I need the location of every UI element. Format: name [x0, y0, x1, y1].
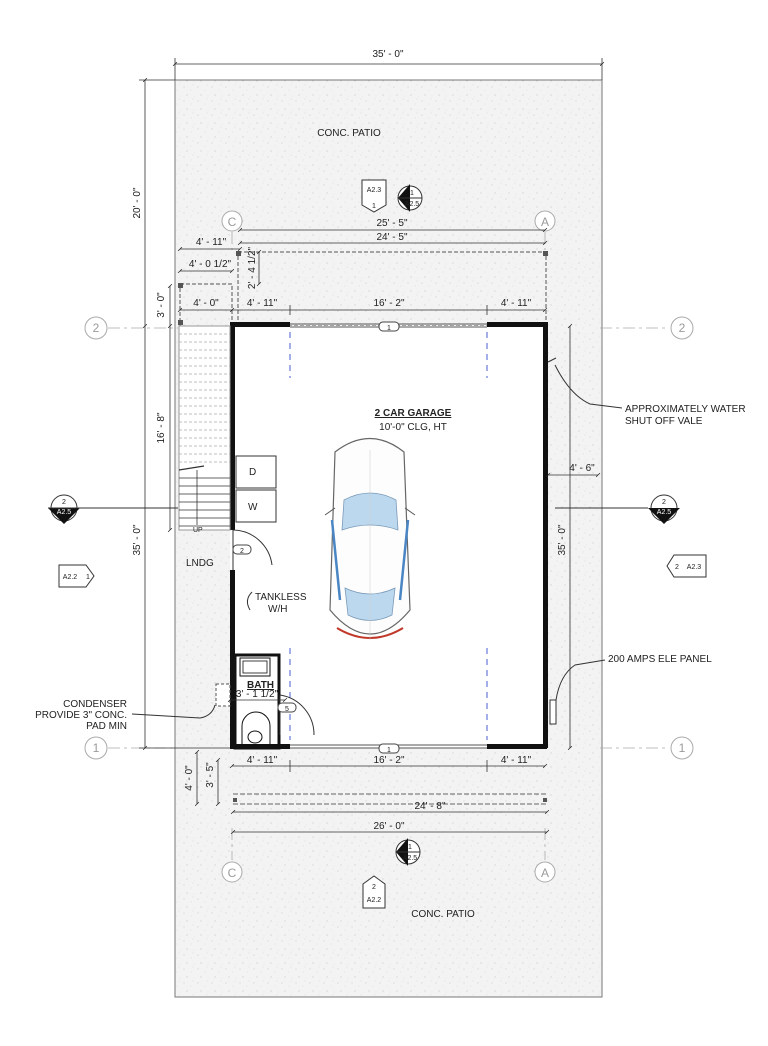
condenser-note-3: PAD MIN — [86, 721, 127, 732]
dim-top-24-5: 24' - 5" — [376, 232, 407, 243]
dim-left-4-0-half: 4' - 0 1/2" — [189, 259, 232, 270]
condenser-leader — [131, 704, 216, 719]
dim-stair-3-0: 3' - 0" — [156, 292, 167, 318]
dim-side-2-4-half: 2' - 4 1/2" — [247, 246, 258, 289]
electrical-panel-leader — [555, 659, 606, 701]
grid-bubbles — [84, 210, 694, 883]
door-tags — [232, 321, 400, 754]
section-marker-top-ref: A2.5 — [405, 201, 420, 208]
dim-rear-patio: 20' - 0" — [132, 187, 143, 218]
electrical-panel — [549, 699, 557, 725]
grid-1-right: 1 — [679, 741, 686, 755]
stair-treads — [179, 333, 230, 463]
section-marker-right-ref: A2.5 — [657, 509, 672, 516]
grid-c-top: C — [228, 215, 237, 229]
grid-a-bottom: A — [541, 866, 549, 880]
dim-bottom-seg-3: 4' - 11" — [501, 755, 532, 766]
washer — [235, 489, 277, 523]
elevation-tag-right — [666, 554, 707, 578]
elevation-tag-top — [361, 179, 387, 213]
dim-stair-16-8: 16' - 8" — [156, 412, 167, 443]
dim-top-seg-1: 4' - 11" — [247, 298, 278, 309]
car — [324, 437, 416, 640]
dryer — [235, 455, 277, 489]
dim-right-35-0: 35' - 0" — [557, 524, 568, 555]
tankless-label: TANKLESS — [255, 592, 307, 603]
electrical-panel-note: 200 AMPS ELE PANEL — [608, 654, 712, 665]
elevation-tag-bottom-num: 2 — [372, 884, 376, 891]
stair — [178, 325, 231, 531]
stair-solid-treads — [178, 465, 230, 527]
dim-left-4-11: 4' - 11" — [196, 237, 227, 248]
dim-right-4-6: 4' - 6" — [569, 463, 595, 474]
landing-label: LNDG — [186, 558, 214, 569]
elevation-tag-right-num: 2 — [675, 564, 679, 571]
section-marker-bottom — [395, 838, 421, 866]
dim-bottom-24-8: 24' - 8" — [414, 801, 445, 812]
section-marker-left-num: 2 — [62, 499, 66, 506]
elevation-tag-bottom-ref: A2.2 — [367, 897, 382, 904]
washer-label: W — [248, 502, 258, 513]
dim-bath-3-1-half: 3' - 1 1/2" — [236, 689, 279, 700]
garage-ceiling-height: 10'-0" CLG, HT — [379, 422, 447, 433]
condenser-pad — [215, 683, 231, 707]
dim-bottom-seg-1: 4' - 11" — [247, 755, 278, 766]
grid-c-bottom: C — [228, 866, 237, 880]
grid-1-left: 1 — [93, 741, 100, 755]
condenser-note: CONDENSER — [63, 699, 127, 710]
water-shutoff-note: APPROXIMATELY WATER — [625, 404, 746, 415]
dryer-label: D — [249, 467, 256, 478]
section-marker-top-num: 1 — [410, 190, 414, 197]
garage-title: 2 CAR GARAGE — [375, 408, 452, 419]
elevation-tag-top-num: 1 — [372, 203, 376, 210]
dim-top-seg-3: 4' - 11" — [501, 298, 532, 309]
elevation-tag-left-num: 1 — [86, 574, 90, 581]
section-marker-top — [397, 184, 423, 212]
dim-bottom-26-0: 26' - 0" — [373, 821, 404, 832]
section-marker-left — [48, 494, 178, 524]
section-marker-bottom-num: 1 — [408, 844, 412, 851]
condenser-note-2: PROVIDE 3" CONC. — [35, 710, 127, 721]
water-shutoff-marker — [547, 357, 557, 363]
dim-bottom-3-5: 3' - 5" — [205, 762, 216, 788]
elevation-tag-left-ref: A2.2 — [63, 574, 78, 581]
section-marker-bottom-ref: A2.5 — [403, 855, 418, 862]
dim-bottom-seg-2: 16' - 2" — [373, 755, 404, 766]
deck-posts — [178, 251, 548, 802]
door-tag-bottom: 1 — [387, 747, 391, 754]
stair-up-label: UP — [193, 527, 203, 534]
elevation-tag-bottom — [362, 875, 386, 909]
conc-patio-top: CONC. PATIO — [317, 128, 381, 139]
tankless-leader — [246, 591, 253, 611]
conc-patio-bottom: CONC. PATIO — [411, 909, 475, 920]
front-deck-band — [233, 793, 547, 805]
elevation-tag-top-ref: A2.3 — [367, 187, 382, 194]
dim-stair-4-0: 4' - 0" — [193, 298, 219, 309]
section-marker-left-ref: A2.5 — [57, 509, 72, 516]
grid-2-left: 2 — [93, 321, 100, 335]
dimension-lines — [139, 58, 605, 835]
section-marker-right-num: 2 — [662, 499, 666, 506]
door-tag-bath: 5 — [285, 706, 289, 713]
tankless-label-2: W/H — [268, 604, 287, 615]
door-tag-landing: 2 — [240, 548, 244, 555]
parking-lines — [289, 332, 488, 740]
grid-2-right: 2 — [679, 321, 686, 335]
door-tag-top: 1 — [387, 325, 391, 332]
dim-bottom-4-0: 4' - 0" — [184, 765, 195, 791]
water-shutoff-leader — [554, 364, 623, 409]
bath-label: BATH — [247, 680, 274, 691]
elevation-tag-right-ref: A2.3 — [687, 564, 702, 571]
elevation-tag-left — [58, 564, 95, 588]
water-shutoff-note-2: SHUT OFF VALE — [625, 416, 703, 427]
grid-a-top: A — [541, 215, 549, 229]
dim-overall-width: 35' - 0" — [372, 49, 403, 60]
dim-overall-depth: 35' - 0" — [132, 524, 143, 555]
dim-top-25-5: 25' - 5" — [376, 218, 407, 229]
dim-top-seg-2: 16' - 2" — [373, 298, 404, 309]
